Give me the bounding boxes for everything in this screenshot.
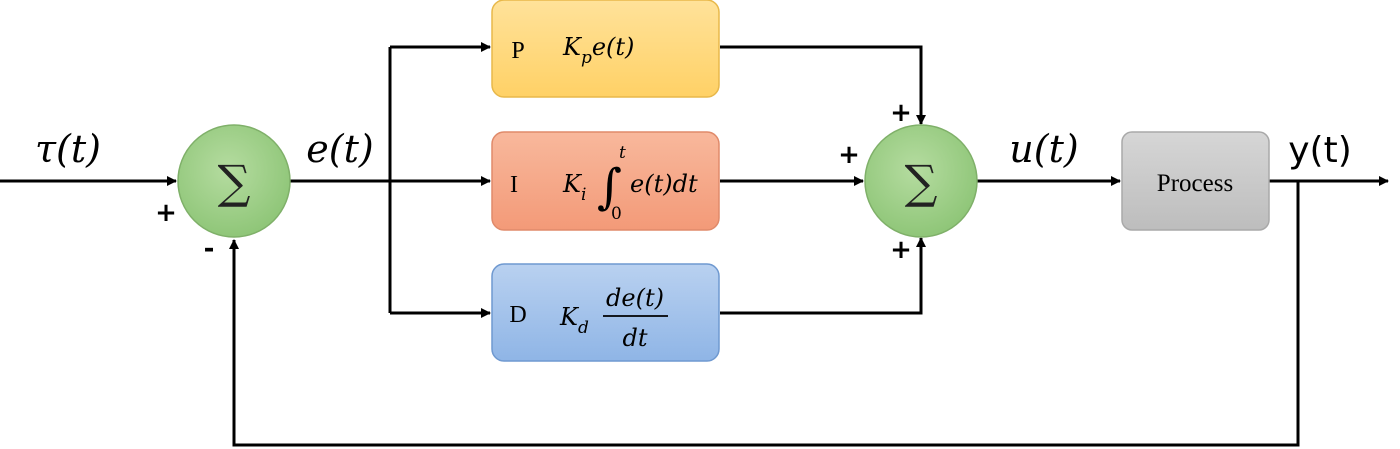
sign-plus-reference: +: [155, 198, 177, 228]
p-gain-sub: p: [581, 48, 592, 68]
sum-symbol-2: ∑: [905, 155, 938, 209]
d-block: D Kd de(t) dt: [491, 263, 720, 362]
p-block-formula: Kpe(t): [562, 33, 634, 68]
i-block-gain: Ki: [562, 170, 586, 205]
d-to-sum-arrow: [720, 237, 926, 315]
sign-plus-left: +: [838, 140, 860, 170]
i-gain-sub: i: [581, 185, 586, 205]
sign-plus-top: +: [890, 98, 912, 128]
output-signal-label: y(t): [1288, 130, 1352, 171]
sign-plus-bottom: +: [890, 235, 912, 265]
i-block-letter: I: [510, 172, 518, 198]
p-expr: e(t): [592, 33, 635, 61]
integral-upper-limit: t: [619, 143, 626, 163]
p-block: P Kpe(t): [491, 0, 720, 98]
process-label: Process: [1157, 170, 1233, 197]
d-numerator: de(t): [606, 284, 664, 312]
process-block: Process: [1121, 131, 1270, 231]
connectors: [0, 42, 1389, 447]
p-to-sum-arrow: [720, 45, 926, 125]
d-block-gain: Kd: [559, 303, 589, 338]
d-gain: K: [559, 303, 580, 331]
p-gain: K: [562, 33, 583, 61]
d-gain-sub: d: [578, 318, 589, 338]
sign-minus-feedback: -: [204, 234, 215, 264]
i-gain: K: [562, 170, 583, 198]
control-signal-label: u(t): [1009, 127, 1078, 171]
d-block-letter: D: [509, 302, 526, 328]
i-block: I Ki ∫ t 0 e(t)dt: [491, 131, 720, 231]
d-denominator: dt: [622, 324, 647, 352]
integral-sign: ∫: [597, 159, 622, 215]
error-signal-label: e(t): [306, 127, 373, 171]
i-expr: e(t)dt: [630, 170, 698, 198]
p-block-letter: P: [511, 38, 524, 64]
reference-signal-label: τ(t): [35, 127, 101, 171]
sum-symbol-1: ∑: [218, 155, 251, 209]
feedback-arrow: [229, 181, 1300, 447]
integral-lower-limit: 0: [611, 204, 622, 224]
summing-junction-1: ∑: [177, 124, 291, 238]
summing-junction-2: ∑: [864, 124, 978, 238]
